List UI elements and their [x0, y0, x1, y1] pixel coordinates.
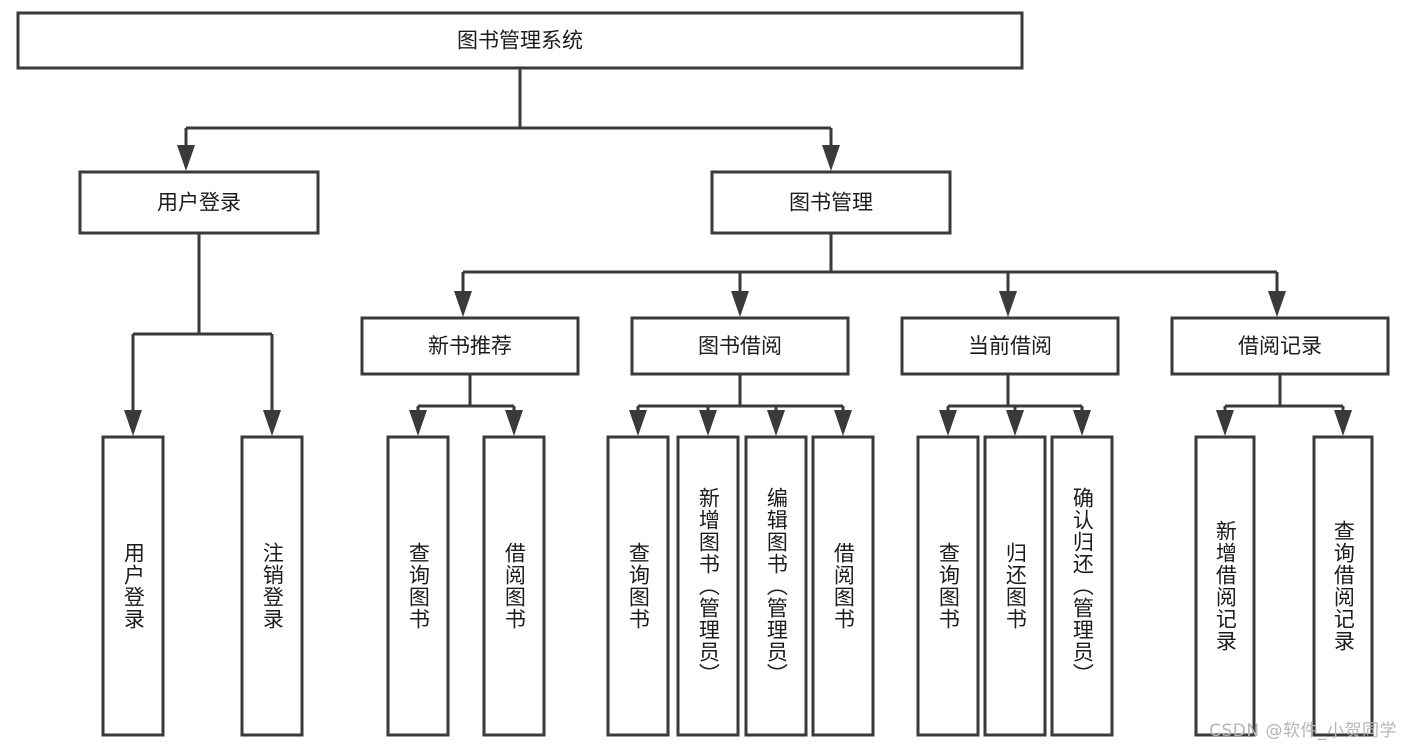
node-leaf-leaf-query-book-borrow[interactable]	[606, 435, 670, 737]
connector-group-borrow-record-to-leaves	[1216, 374, 1352, 436]
node-leaf-leaf-query-book-rec[interactable]	[386, 435, 450, 737]
node-label-current-borrow: 当前借阅	[968, 334, 1052, 358]
arrow-head-icon	[767, 410, 785, 436]
arrow-head-icon	[1334, 410, 1352, 436]
arrow-head-icon	[939, 410, 957, 436]
node-root-root[interactable]	[16, 11, 1024, 70]
csdn-watermark: CSDN @软件_小贺同学	[1209, 721, 1397, 741]
node-leaf-leaf-edit-book[interactable]	[744, 435, 808, 737]
node-leaf-leaf-query-record[interactable]	[1312, 435, 1374, 737]
node-level3-book-borrow[interactable]	[630, 316, 850, 376]
node-level2-book-manage[interactable]	[710, 170, 952, 235]
node-level3-new-book-recommend[interactable]	[360, 316, 580, 376]
arrow-head-icon	[699, 410, 717, 436]
connector-group-current-borrow-to-leaves	[939, 374, 1091, 436]
node-leaf-leaf-add-book[interactable]	[676, 435, 740, 737]
connector-group-root-to-level2	[177, 68, 840, 171]
arrow-head-icon	[822, 145, 840, 171]
arrow-head-icon	[834, 410, 852, 436]
node-level3-current-borrow[interactable]	[900, 316, 1120, 376]
connector-layer	[124, 68, 1352, 436]
node-box-layer	[16, 11, 1390, 737]
node-leaf-leaf-return-book[interactable]	[983, 435, 1047, 737]
node-label-user-login: 用户登录	[157, 191, 241, 215]
arrow-head-icon	[629, 410, 647, 436]
arrow-head-icon	[263, 410, 281, 436]
arrow-head-icon	[999, 291, 1017, 317]
arrow-head-icon	[1073, 410, 1091, 436]
arrow-head-icon	[1006, 410, 1024, 436]
connector-group-new-book-recommend-to-leaves	[409, 374, 523, 436]
connector-group-user-login-to-leaves	[124, 233, 281, 436]
node-label-new-book-recommend: 新书推荐	[428, 334, 512, 358]
arrow-head-icon	[505, 410, 523, 436]
arrow-head-icon	[1216, 410, 1234, 436]
arrow-head-icon	[454, 291, 472, 317]
connector-group-book-borrow-to-leaves	[629, 374, 852, 436]
node-label-book-manage: 图书管理	[789, 191, 873, 215]
node-label-root: 图书管理系统	[457, 29, 583, 53]
arrow-head-icon	[1268, 291, 1286, 317]
node-leaf-leaf-user-login[interactable]	[101, 435, 165, 737]
arrow-head-icon	[177, 145, 195, 171]
arrow-head-icon	[409, 410, 427, 436]
node-leaf-leaf-add-record[interactable]	[1194, 435, 1256, 737]
node-leaf-leaf-confirm-return[interactable]	[1050, 435, 1114, 737]
connector-group-book-manage-to-level3	[454, 233, 1286, 317]
node-label-book-borrow: 图书借阅	[698, 334, 782, 358]
node-leaf-leaf-borrow-book-rec[interactable]	[482, 435, 546, 737]
node-level2-user-login[interactable]	[78, 170, 320, 235]
node-leaf-leaf-query-book-cur[interactable]	[916, 435, 980, 737]
node-level3-borrow-record[interactable]	[1170, 316, 1390, 376]
node-leaf-leaf-borrow-book[interactable]	[811, 435, 875, 737]
arrow-head-icon	[124, 410, 142, 436]
node-label-borrow-record: 借阅记录	[1238, 334, 1322, 358]
arrow-head-icon	[731, 291, 749, 317]
node-leaf-leaf-logout[interactable]	[240, 435, 304, 737]
